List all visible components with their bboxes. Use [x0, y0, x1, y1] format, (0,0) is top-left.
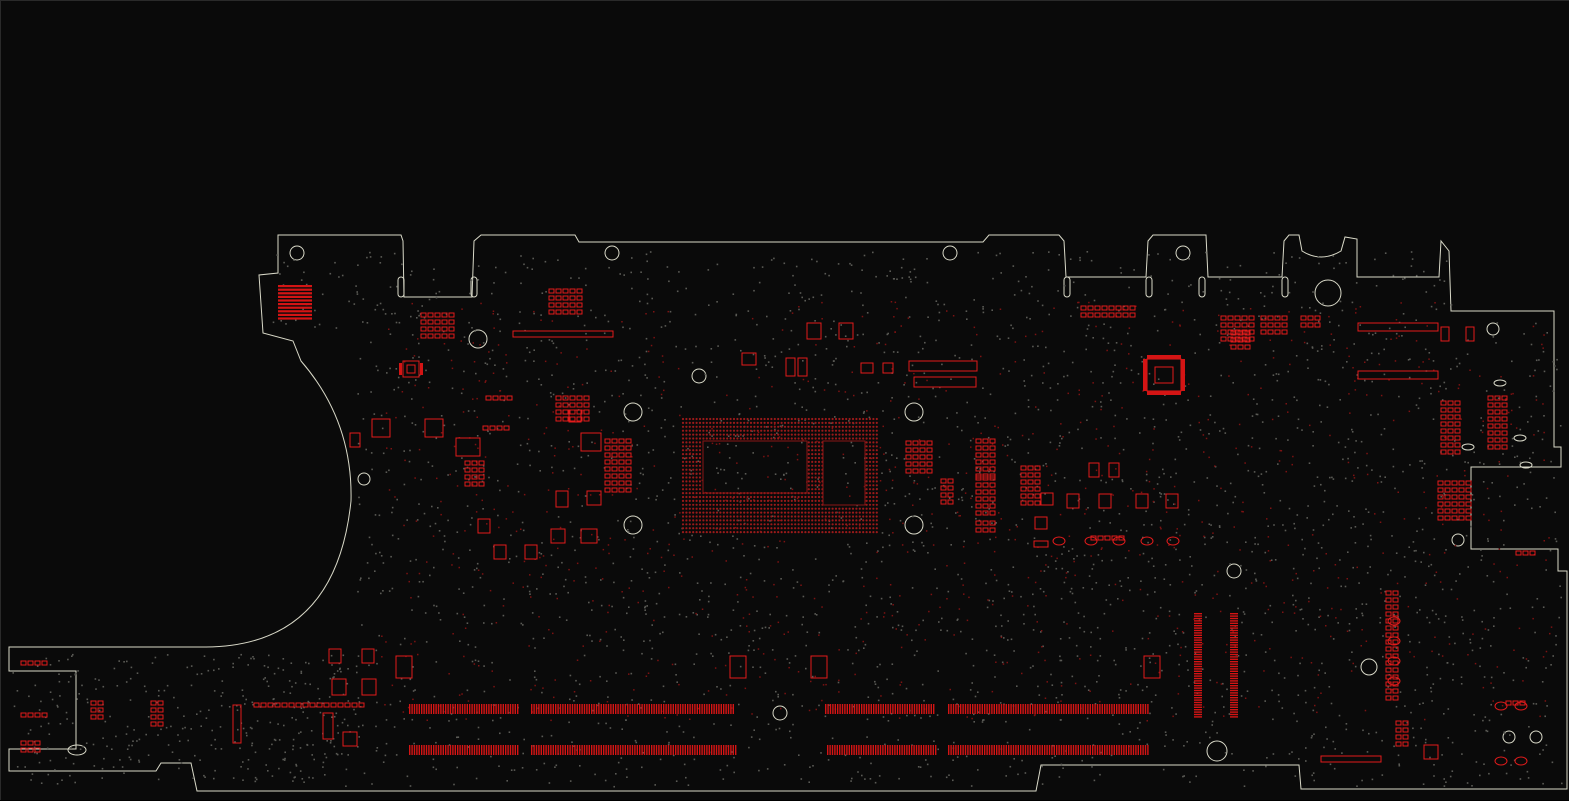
mounting-hole [772, 705, 788, 721]
mounting-hole [691, 368, 707, 384]
mounting-hole [1502, 730, 1516, 744]
mounting-hole [1493, 379, 1507, 387]
mounting-hole [604, 245, 620, 261]
qfn-chip-footprint[interactable] [1143, 355, 1185, 395]
mounting-hole [904, 402, 924, 422]
mounting-holes [67, 245, 1543, 762]
mounting-hole [942, 245, 958, 261]
mounting-hole [1529, 730, 1543, 744]
mounting-hole [1206, 740, 1228, 762]
qfn-chip-footprint[interactable] [399, 360, 423, 378]
pcb-board-outline [8, 234, 1568, 792]
mounting-hole [1461, 443, 1475, 451]
edge-connector-slots [397, 276, 1289, 298]
silkscreen-test-points [12, 251, 1563, 788]
mounting-hole [289, 245, 305, 261]
mounting-hole [67, 744, 87, 756]
mounting-hole [1175, 245, 1191, 261]
keyboard-connector-pads[interactable] [278, 285, 312, 320]
via-field [381, 301, 1553, 722]
mounting-hole [1314, 279, 1342, 307]
mounting-hole [1513, 434, 1527, 442]
component-footprints [20, 288, 1536, 766]
mounting-hole [1226, 563, 1242, 579]
mounting-hole [1451, 533, 1465, 547]
bga-cpu-footprint[interactable] [681, 417, 878, 534]
mounting-hole [1486, 322, 1500, 336]
mounting-hole [1360, 658, 1378, 676]
mounting-hole [623, 515, 643, 535]
qfn-chip-footprint[interactable] [342, 731, 1439, 760]
mounting-hole [623, 402, 643, 422]
dimm-connector-pads[interactable] [409, 613, 1238, 755]
mounting-hole [468, 329, 488, 349]
mounting-hole [357, 472, 371, 486]
mounting-hole [904, 515, 924, 535]
mounting-hole [1519, 461, 1533, 469]
